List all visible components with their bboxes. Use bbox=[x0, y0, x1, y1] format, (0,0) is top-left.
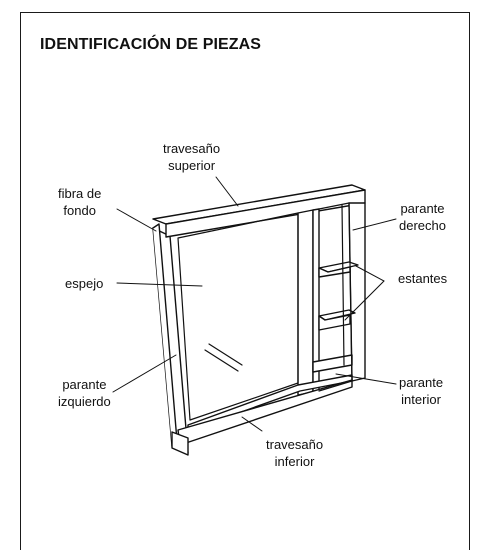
leader-fibra-de-fondo bbox=[116, 208, 157, 232]
leader-travesano-inferior bbox=[241, 416, 263, 432]
left-foot bbox=[171, 431, 189, 456]
leader-estantes-2 bbox=[344, 280, 385, 321]
label-travesano-superior: travesaño superior bbox=[163, 141, 221, 173]
instruction-page bbox=[20, 12, 470, 550]
leader-espejo bbox=[116, 282, 203, 287]
leader-travesano-superior bbox=[215, 176, 239, 207]
leader-parante-izquierdo bbox=[112, 354, 177, 393]
page-title: IDENTIFICACIÓN DE PIEZAS bbox=[40, 36, 262, 53]
label-travesano-inferior: travesaño inferior bbox=[266, 437, 324, 469]
right-stile-inner-edge bbox=[348, 202, 353, 382]
bottom-rail-front bbox=[177, 379, 353, 446]
leader-estantes-1 bbox=[355, 265, 385, 282]
mirror-glare-2 bbox=[208, 343, 243, 366]
leader-parante-interior bbox=[335, 373, 397, 385]
leader-parante-derecho bbox=[352, 218, 397, 231]
label-espejo: espejo bbox=[65, 276, 104, 291]
label-parante-izquierdo: parante izquierdo bbox=[58, 377, 111, 409]
shelf-lower-front bbox=[318, 314, 351, 331]
mirror-outline bbox=[177, 212, 299, 421]
label-parante-interior: parante interior bbox=[399, 375, 444, 407]
inner-stile-front bbox=[297, 209, 314, 396]
label-fibra-de-fondo: fibra de fondo bbox=[58, 186, 102, 218]
mirror-glare-1 bbox=[204, 349, 239, 372]
label-estantes: estantes bbox=[398, 271, 448, 286]
right-stile-back-edge bbox=[341, 204, 345, 366]
label-parante-derecho: parante derecho bbox=[399, 201, 446, 233]
